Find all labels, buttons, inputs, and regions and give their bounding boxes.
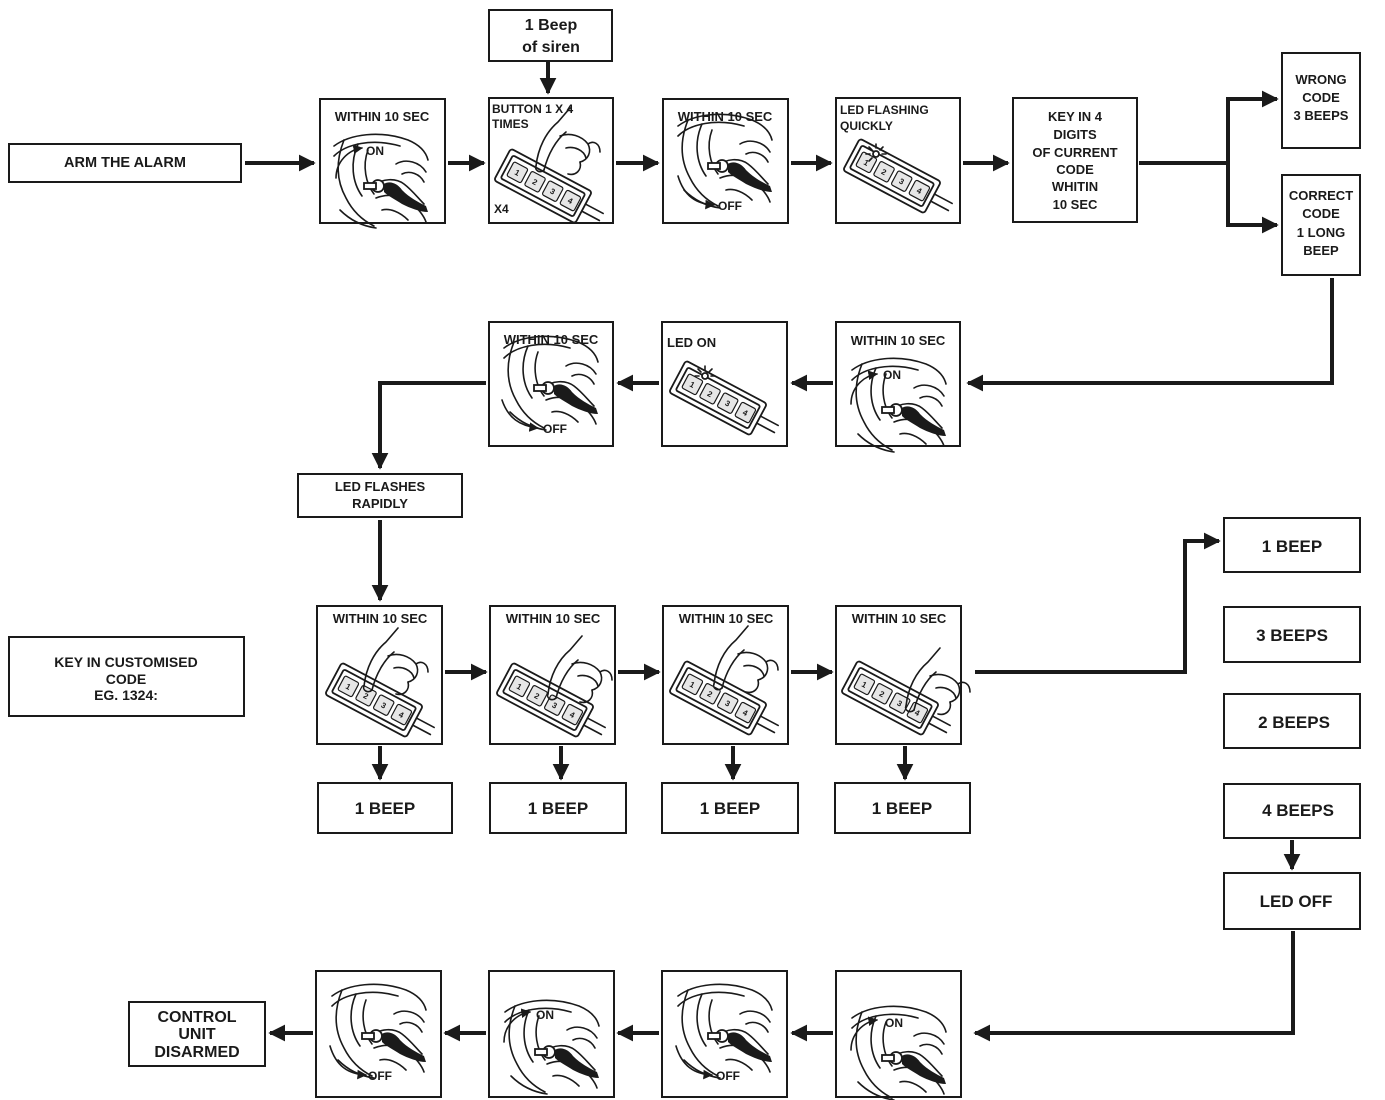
step-title: LED ON: [667, 335, 716, 350]
step-title: WITHIN 10 SEC: [333, 611, 428, 626]
beep-box-2: 1 BEEP: [489, 782, 627, 834]
step-ignition-on-2: WITHIN 10 SEC ON: [835, 321, 961, 453]
step-final-off-2: OFF: [315, 970, 442, 1098]
led-flash-icon: [865, 143, 887, 162]
key-in-line: WHITIN: [1052, 179, 1098, 194]
led-off-label: LED OFF: [1260, 892, 1333, 911]
wrong-code-line: CODE: [1302, 90, 1340, 105]
beep-label: 1 BEEP: [528, 799, 588, 818]
on-label: ON: [883, 368, 901, 382]
key-in-line: OF CURRENT: [1032, 145, 1117, 160]
right-beep-label: 1 BEEP: [1262, 537, 1322, 556]
on-label: ON: [366, 144, 384, 158]
control-unit-disarmed-box: CONTROL UNIT DISARMED: [128, 1001, 266, 1067]
key-in-line: DIGITS: [1053, 127, 1097, 142]
led-flashes-line1: LED FLASHES: [335, 479, 426, 494]
correct-code-line: 1 LONG: [1297, 225, 1345, 240]
on-label: ON: [885, 1016, 903, 1030]
step-final-on-2: ON: [488, 970, 615, 1098]
key-in-line: CODE: [1056, 162, 1094, 177]
x4-label: X4: [494, 202, 509, 216]
step-ignition-off-2: WITHIN 10 SEC OFF: [488, 321, 614, 447]
right-beep-label: 4 BEEPS: [1262, 801, 1334, 820]
right-beep-box-4: 4 BEEPS: [1223, 783, 1361, 839]
off-label: OFF: [716, 1069, 740, 1083]
beep-of-siren-line1: 1 Beep: [525, 17, 578, 34]
row1-connectors: [245, 62, 1334, 392]
beep-label: 1 BEEP: [700, 799, 760, 818]
arm-alarm-label: ARM THE ALARM: [64, 155, 186, 171]
on-label: ON: [536, 1008, 554, 1022]
step-title: WITHIN 10 SEC: [852, 611, 947, 626]
led-flashes-line2: RAPIDLY: [352, 496, 408, 511]
step-title: WITHIN 10 SEC: [679, 611, 774, 626]
step-key-1: WITHIN 10 SEC: [316, 605, 443, 748]
off-label: OFF: [543, 422, 567, 436]
wrong-code-line: 3 BEEPS: [1294, 108, 1349, 123]
disarmed-line: CONTROL: [157, 1009, 236, 1026]
beep-box-1: 1 BEEP: [317, 782, 453, 834]
disarmed-line: DISARMED: [154, 1044, 239, 1061]
step-title-line2: TIMES: [492, 117, 529, 131]
row3-connectors: [371, 532, 1301, 1042]
beep-of-siren-box: 1 Beep of siren: [488, 9, 613, 62]
right-beep-box-1: 1 BEEP: [1223, 517, 1361, 573]
led-off-box: LED OFF: [1223, 872, 1361, 930]
led-on-icon: [694, 365, 716, 380]
customised-line: CODE: [106, 671, 146, 687]
right-beep-box-3: 3 BEEPS: [1223, 606, 1361, 663]
key-in-line: KEY IN 4: [1048, 109, 1103, 124]
step-title: WITHIN 10 SEC: [506, 611, 601, 626]
step-led-flashing: LED FLASHING QUICKLY: [835, 97, 961, 224]
step-title-line1: LED FLASHING: [840, 103, 929, 117]
beep-box-3: 1 BEEP: [661, 782, 799, 834]
disarmed-line: UNIT: [178, 1026, 216, 1043]
correct-code-line: BEEP: [1303, 243, 1339, 258]
key-in-line: 10 SEC: [1053, 197, 1098, 212]
wrong-code-line: WRONG: [1295, 72, 1346, 87]
correct-code-line: CORRECT: [1289, 188, 1353, 203]
row2-connectors: [371, 374, 833, 602]
key-in-current-code-box: KEY IN 4 DIGITS OF CURRENT CODE WHITIN 1…: [1012, 97, 1138, 223]
step-title-line1: BUTTON 1 X 4: [492, 102, 573, 116]
off-label: OFF: [368, 1069, 392, 1083]
step-key-3: WITHIN 10 SEC: [489, 605, 616, 748]
step-final-off-1: OFF: [661, 970, 788, 1098]
wrong-code-box: WRONG CODE 3 BEEPS: [1281, 52, 1361, 149]
step-led-on: LED ON: [661, 321, 788, 447]
step-key-2: WITHIN 10 SEC: [662, 605, 789, 746]
step-title: WITHIN 10 SEC: [851, 333, 946, 348]
correct-code-line: CODE: [1302, 206, 1340, 221]
correct-code-box: CORRECT CODE 1 LONG BEEP: [1281, 174, 1361, 276]
right-beep-label: 2 BEEPS: [1258, 713, 1330, 732]
step-ignition-off: WITHIN 10 SEC OFF: [662, 98, 789, 224]
step-title: WITHIN 10 SEC: [504, 332, 599, 347]
arm-alarm-box: ARM THE ALARM: [8, 143, 242, 183]
customised-code-box: KEY IN CUSTOMISED CODE EG. 1324:: [8, 636, 245, 717]
step-title: WITHIN 10 SEC: [335, 109, 430, 124]
beep-box-4: 1 BEEP: [834, 782, 971, 834]
off-label: OFF: [718, 199, 742, 213]
step-title: WITHIN 10 SEC: [678, 109, 773, 124]
right-beep-label: 3 BEEPS: [1256, 626, 1328, 645]
customised-line: KEY IN CUSTOMISED: [54, 654, 197, 670]
step-ignition-on: WITHIN 10 SEC ON: [319, 98, 446, 229]
beep-of-siren-line2: of siren: [522, 39, 580, 56]
step-final-on-1: ON: [835, 970, 962, 1100]
step-key-4: WITHIN 10 SEC: [835, 605, 971, 746]
step-title-line2: QUICKLY: [840, 119, 893, 133]
right-beep-box-2: 2 BEEPS: [1223, 693, 1361, 749]
led-flashes-rapidly-box: LED FLASHES RAPIDLY: [297, 473, 463, 518]
beep-label: 1 BEEP: [355, 799, 415, 818]
beep-label: 1 BEEP: [872, 799, 932, 818]
step-button-x4: BUTTON 1 X 4 TIMES X4: [488, 97, 614, 234]
customised-line: EG. 1324:: [94, 687, 158, 703]
